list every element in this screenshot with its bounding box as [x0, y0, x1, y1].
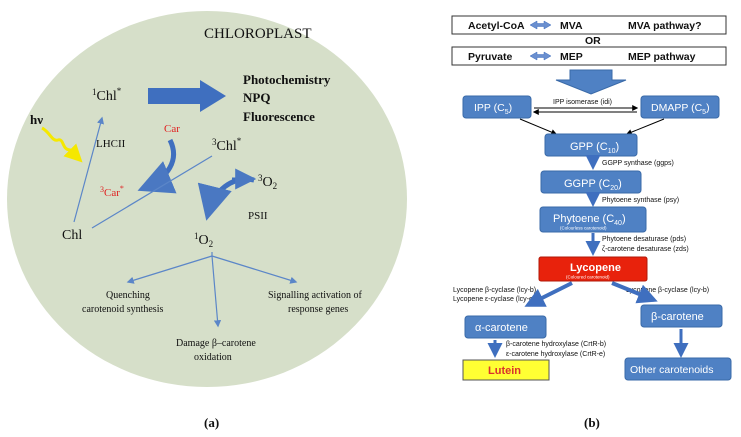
branch-left: [126, 255, 213, 284]
branch-mid: [211, 255, 222, 328]
chloroplast-title: CHLOROPLAST: [204, 26, 312, 42]
crtre-label: ε-carotene hydroxylase (CrtR-e): [506, 351, 605, 358]
o2-singlet: 1O2: [194, 231, 213, 249]
ipp-label: IPP (C5): [474, 102, 512, 116]
dmapp-label: DMAPP (C5): [651, 102, 710, 116]
lhcii-label: LHCII: [96, 138, 126, 150]
effect-signalling-line1: Signalling activation of: [268, 290, 363, 301]
lutein-box: [462, 359, 550, 381]
photon-label: hν: [30, 112, 43, 127]
car-triplet: 3Car*: [100, 184, 124, 199]
zds-label: ζ-carotene desaturase (zds): [602, 246, 689, 253]
ggpp-label: GGPP (C20): [564, 178, 622, 192]
outcome-npq: NPQ: [243, 90, 270, 105]
double-arrow-icon: [529, 51, 552, 61]
alpha-carotene-label: α-carotene: [475, 322, 528, 334]
lcyb-right-label: Lycopene β-cyclase (lcy-b): [626, 287, 709, 294]
mep-pathway-box: [451, 46, 727, 66]
psii-label: PSII: [248, 210, 268, 222]
gpp-label: GPP (C10): [570, 141, 619, 155]
lycopene-to-alpha-arrow: [524, 281, 573, 307]
ggps-label: GGPP synthase (ggps): [602, 160, 674, 167]
ipp-to-gpp: [519, 118, 558, 135]
mep-pathway-label: MEP pathway: [628, 51, 696, 63]
o2-triplet: 3O2: [258, 173, 277, 191]
lycopene-to-beta-arrow: [611, 281, 658, 304]
ipp-isomerase-label: IPP isomerase (idi): [553, 99, 612, 106]
or-label: OR: [585, 35, 601, 47]
mva-pathway-label: MVA pathway?: [628, 20, 702, 32]
effect-quenching-line1: Quenching: [106, 290, 150, 301]
phytoene-note: (Colourless carotenoid): [560, 226, 607, 231]
car-label: Car: [164, 123, 180, 135]
mep-label: MEP: [560, 51, 583, 63]
photon-wave-arrow: [41, 126, 83, 163]
crtrb-label: β-carotene hydroxylase (CrtR-b): [506, 341, 606, 348]
chl-ground: Chl: [62, 228, 82, 243]
beta-carotene-box: [640, 304, 723, 328]
alpha-carotene-box: [464, 315, 547, 339]
pyruvate: Pyruvate: [468, 51, 513, 63]
chl-to-singlet-line: [73, 116, 104, 223]
big-down-arrow: [555, 69, 627, 95]
psy-label: Phytoene synthase (psy): [602, 197, 679, 204]
beta-carotene-label: β-carotene: [651, 311, 704, 323]
lycopene-box: [538, 256, 648, 282]
effect-damage-line2: oxidation: [194, 352, 232, 363]
lutein-label: Lutein: [488, 365, 521, 377]
mva-pathway-box: [451, 15, 727, 35]
outcome-photochemistry: Photochemistry: [243, 72, 331, 87]
double-arrow-icon: [529, 20, 552, 30]
other-carotenoids-label: Other carotenoids: [630, 364, 713, 376]
lcye-left-label: Lycopene ε-cyclase (lcy-e): [453, 296, 535, 303]
lcyb-left-label: Lycopene β-cyclase (lcy-b): [453, 287, 536, 294]
panel-b-label: (b): [584, 415, 600, 430]
other-carotenoids-box: [624, 357, 732, 381]
effect-signalling-line2: response genes: [288, 304, 348, 315]
panel-b: Acetyl-CoA MVA MVA pathway? OR Pyruvate …: [451, 15, 732, 430]
car-quench-arrow: [137, 138, 177, 194]
mva-label: MVA: [560, 20, 583, 32]
branch-right: [211, 255, 298, 284]
panel-a: CHLOROPLAST hν 1Chl* Photochemistry NPQ …: [7, 11, 407, 430]
phytoene-box: [539, 206, 647, 233]
panel-a-label: (a): [204, 415, 219, 430]
dmapp-to-gpp: [625, 118, 665, 135]
ipp-box: [462, 95, 532, 119]
chl-triplet: 3Chl*: [212, 136, 242, 154]
triplet-to-chl-line: [91, 155, 213, 229]
effect-quenching-line2: carotenoid synthesis: [82, 304, 163, 315]
pds-label: Phytoene desaturase (pds): [602, 236, 686, 243]
outcome-fluorescence: Fluorescence: [243, 109, 315, 124]
dmapp-box: [640, 95, 720, 119]
phytoene-label: Phytoene (C40): [553, 213, 626, 227]
chl-singlet: 1Chl*: [92, 86, 122, 104]
chloroplast-circle: [7, 11, 407, 387]
acetyl-coa: Acetyl-CoA: [468, 20, 525, 32]
outcome-block-arrow: [148, 80, 226, 112]
lycopene-note: (Coloured carotenoid): [566, 275, 610, 280]
lycopene-label: Lycopene: [570, 262, 621, 274]
effect-damage-line1: Damage β–carotene: [176, 338, 256, 349]
